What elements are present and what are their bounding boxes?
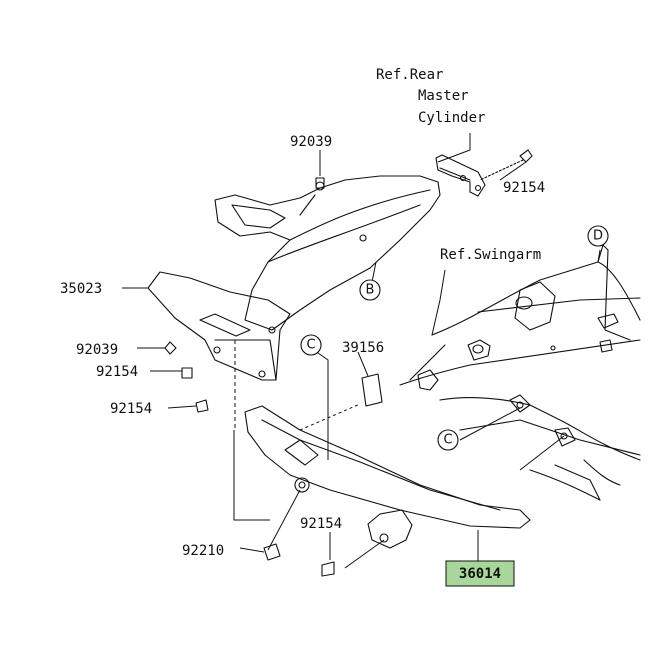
part-92154-left-b[interactable]: 92154: [110, 401, 152, 417]
marker-B-label: B: [366, 283, 375, 298]
part-92154-left-a[interactable]: 92154: [96, 364, 138, 380]
part-92210[interactable]: 92210: [182, 543, 224, 559]
rear-fender-drawing: [214, 175, 441, 331]
ref-rear-master-line1: Ref.Rear: [376, 67, 443, 83]
swingarm-drawing: [399, 244, 641, 501]
part-35023[interactable]: 35023: [60, 281, 102, 297]
chain-guard-drawing: [244, 373, 531, 577]
highlight-box: [445, 560, 515, 587]
marker-C-lower-label: C: [443, 433, 452, 448]
marker-D-label: D: [593, 229, 603, 244]
part-36014-highlight[interactable]: 36014: [445, 560, 515, 587]
part-39156[interactable]: 39156: [342, 340, 384, 356]
ref-swingarm: Ref.Swingarm: [440, 247, 541, 263]
leader-lines: [122, 133, 601, 570]
marker-B[interactable]: B: [359, 279, 381, 301]
marker-C-upper-label: C: [306, 338, 315, 353]
marker-D[interactable]: D: [587, 225, 609, 247]
part-92154-bottom[interactable]: 92154: [300, 516, 342, 532]
part-92154-right[interactable]: 92154: [503, 180, 545, 196]
part-92039-top[interactable]: 92039: [290, 134, 332, 150]
marker-C-upper[interactable]: C: [300, 334, 322, 356]
fender-plate-drawing: [147, 271, 291, 413]
part-36014[interactable]: 36014: [459, 566, 501, 582]
ref-rear-master-line3: Cylinder: [418, 110, 485, 126]
marker-C-lower[interactable]: C: [437, 429, 459, 451]
part-92039-left[interactable]: 92039: [76, 342, 118, 358]
master-cylinder-bracket-drawing: [435, 149, 533, 197]
ref-rear-master-line2: Master: [418, 88, 469, 104]
